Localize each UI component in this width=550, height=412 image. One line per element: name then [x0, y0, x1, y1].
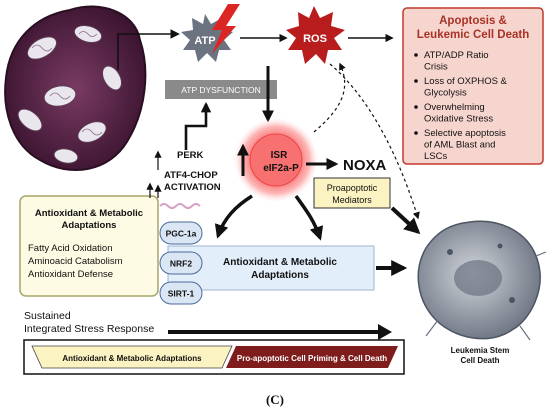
mitochondria-group	[17, 24, 122, 164]
adaptations-box: Antioxidant & Metabolic Adaptations Fatt…	[19, 195, 159, 297]
leukemia-stem-cell-illustration	[417, 220, 547, 341]
sustained-isr-line2: Integrated Stress Response	[24, 323, 154, 335]
apoptosis-title-line2: Leukemic Cell Death	[417, 29, 529, 41]
bottom-bar-left-label: Antioxidant & Metabolic Adaptations	[62, 354, 202, 363]
protein-pill	[159, 251, 203, 275]
stem-cell-label-line2: Cell Death	[460, 356, 499, 365]
protein-pill	[159, 281, 203, 305]
apoptosis-bullet-text: Glycolysis	[424, 88, 467, 99]
bullet-dot	[414, 53, 418, 57]
atf4-chop-label-line1: ATF4-CHOP	[164, 170, 218, 181]
proapoptotic-mediators-box: Proapoptotic Mediators	[313, 177, 391, 209]
adaptations-title-line1: Antioxidant & Metabolic	[35, 208, 143, 219]
apoptosis-box: Apoptosis & Leukemic Cell Death ATP/ADP …	[402, 7, 544, 165]
protein-label: SIRT-1	[168, 289, 195, 299]
isr-label-line1: ISR	[271, 150, 288, 161]
proapoptotic-line2: Mediators	[332, 195, 372, 205]
bottom-bar-left-segment	[31, 345, 233, 369]
apoptosis-bullet-text: ATP/ADP Ratio	[424, 50, 489, 61]
protein-pill	[159, 221, 203, 245]
center-adaptations-line2: Adaptations	[251, 270, 309, 281]
ros-star	[286, 6, 345, 64]
adaptations-list-item: Aminoacid Catabolism	[28, 256, 123, 267]
ros-node: ROS	[286, 6, 345, 64]
apoptosis-title-line1: Apoptosis &	[439, 15, 507, 27]
bottom-progression-bar: Antioxidant & Metabolic Adaptations Pro-…	[23, 339, 405, 375]
protein-label: NRF2	[170, 259, 192, 269]
dna-strand-icon	[159, 203, 201, 209]
apoptosis-bullet-text: Loss of OXPHOS &	[424, 76, 508, 87]
atp-dysfunction-label: ATP DYSFUNCTION	[181, 85, 261, 95]
center-adaptations-line1: Antioxidant & Metabolic	[223, 257, 337, 268]
adaptations-list-item: Antioxidant Defense	[28, 269, 113, 280]
noxa-label: NOXA	[343, 157, 387, 174]
figure-caption: (C)	[266, 392, 284, 407]
apoptosis-bullet-text: Crisis	[424, 62, 448, 73]
isr-node: ISR eIF2a-P	[234, 118, 318, 202]
bottom-bar-right-segment	[226, 346, 398, 368]
adaptations-list-item: Fatty Acid Oxidation	[28, 243, 112, 254]
sustained-isr-line1: Sustained	[24, 310, 71, 322]
atp-node: ATP	[181, 4, 240, 62]
proapoptotic-line1: Proapoptotic	[327, 183, 378, 193]
stem-cell-label-line1: Leukemia Stem	[451, 346, 510, 355]
atp-dysfunction-node: ATP DYSFUNCTION	[165, 80, 277, 99]
perk-label: PERK	[177, 150, 204, 161]
leukemic-cell-illustration	[4, 5, 147, 172]
atf4-chop-label-line2: ACTIVATION	[164, 182, 221, 193]
apoptosis-bullet-text: LSCs	[424, 151, 447, 162]
sustained-isr-arrow	[168, 324, 392, 340]
bullet-dot	[414, 105, 418, 109]
ros-label: ROS	[303, 33, 327, 45]
bottom-bar-right-label: Pro-apoptotic Cell Priming & Cell Death	[237, 354, 387, 363]
protein-label: PGC-1a	[166, 229, 197, 239]
adaptations-title-line2: Adaptations	[62, 220, 117, 231]
apoptosis-bullet-text: Overwhelming	[424, 102, 485, 113]
bullet-dot	[414, 79, 418, 83]
lightning-bolt-icon	[212, 4, 240, 54]
apoptosis-bullet-text: of AML Blast and	[424, 140, 495, 151]
apoptosis-bullet-text: Oxidative Stress	[424, 114, 493, 125]
center-adaptations-band: Antioxidant & Metabolic Adaptations	[167, 245, 375, 291]
bullet-dot	[414, 131, 418, 135]
isr-label-line2: eIF2a-P	[263, 163, 299, 174]
apoptosis-bullet-text: Selective apoptosis	[424, 128, 506, 139]
atp-label: ATP	[194, 35, 215, 47]
